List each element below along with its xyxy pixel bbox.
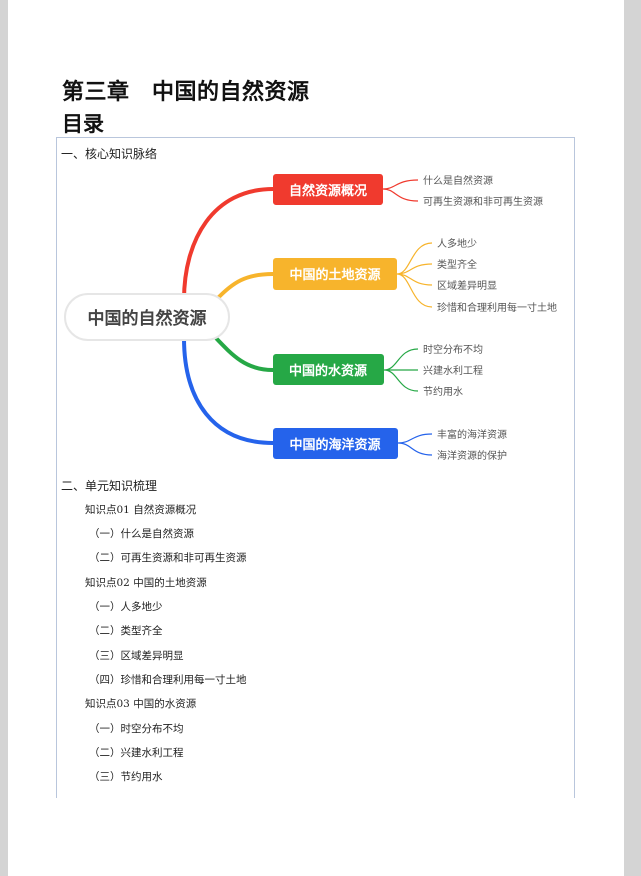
list-item: （四）珍惜和合理利用每一寸土地 [89, 674, 247, 686]
leaf-land-3: 珍惜和合理利用每一寸土地 [437, 301, 557, 314]
toc-title: 目录 [62, 112, 104, 136]
list-item: （三）节约用水 [89, 771, 163, 783]
leaf-water-1: 兴建水利工程 [423, 364, 483, 377]
list-item: （二）类型齐全 [89, 625, 163, 637]
leaf-land-1: 类型齐全 [437, 258, 477, 271]
branch-label-overview: 自然资源概况 [289, 183, 367, 199]
leaf-land-2: 区域差异明显 [437, 279, 497, 292]
list-item: （二）可再生资源和非可再生资源 [89, 552, 247, 564]
branch-node-overview [273, 174, 383, 205]
connector-branch-1 [214, 272, 275, 302]
branch-label-land: 中国的土地资源 [289, 267, 380, 283]
list-item: 知识点03 中国的水资源 [85, 698, 197, 710]
leaf-overview-1: 可再生资源和非可再生资源 [423, 195, 543, 208]
list-item: 知识点01 自然资源概况 [85, 504, 197, 516]
list-item: （一）时空分布不均 [89, 723, 184, 735]
branch-node-ocean [273, 428, 398, 459]
list-item: （一）人多地少 [89, 601, 163, 613]
root-label: 中国的自然资源 [88, 308, 207, 329]
branch-label-ocean: 中国的海洋资源 [289, 437, 380, 453]
section-heading-core: 一、核心知识脉络 [61, 147, 158, 161]
chapter-title: 第三章 中国的自然资源 [62, 80, 310, 105]
leaf-ocean-1: 海洋资源的保护 [437, 449, 507, 462]
connector-branch-3 [182, 336, 275, 445]
leaf-land-0: 人多地少 [437, 237, 477, 250]
list-item: 知识点02 中国的土地资源 [85, 577, 207, 589]
leaf-ocean-0: 丰富的海洋资源 [437, 428, 507, 441]
branch-node-land [273, 258, 397, 290]
leaf-water-2: 节约用水 [423, 385, 463, 398]
connector-branch-0 [182, 187, 275, 302]
content-box [56, 137, 575, 798]
leaf-overview-0: 什么是自然资源 [423, 174, 493, 187]
list-item: （一）什么是自然资源 [89, 528, 194, 540]
leaf-bracket-0 [382, 179, 419, 202]
branch-node-water [273, 354, 384, 385]
leaf-bracket-1 [396, 242, 433, 308]
root-node [64, 293, 230, 341]
section-heading-review: 二、单元知识梳理 [61, 479, 158, 493]
document-page: 第三章 中国的自然资源 目录 一、核心知识脉络 中国的自然资源 自然资源概况 什… [8, 0, 624, 876]
connector-branch-2 [212, 334, 275, 372]
mind-map: 中国的自然资源 自然资源概况 什么是自然资源 可再生资源和非可再生资源 中国的土… [64, 174, 557, 462]
leaf-bracket-2 [383, 348, 419, 392]
list-item: （三）区域差异明显 [89, 650, 184, 662]
list-item: （二）兴建水利工程 [89, 747, 184, 759]
branch-label-water: 中国的水资源 [289, 363, 367, 379]
leaf-water-0: 时空分布不均 [423, 343, 483, 356]
leaf-bracket-3 [397, 433, 433, 456]
